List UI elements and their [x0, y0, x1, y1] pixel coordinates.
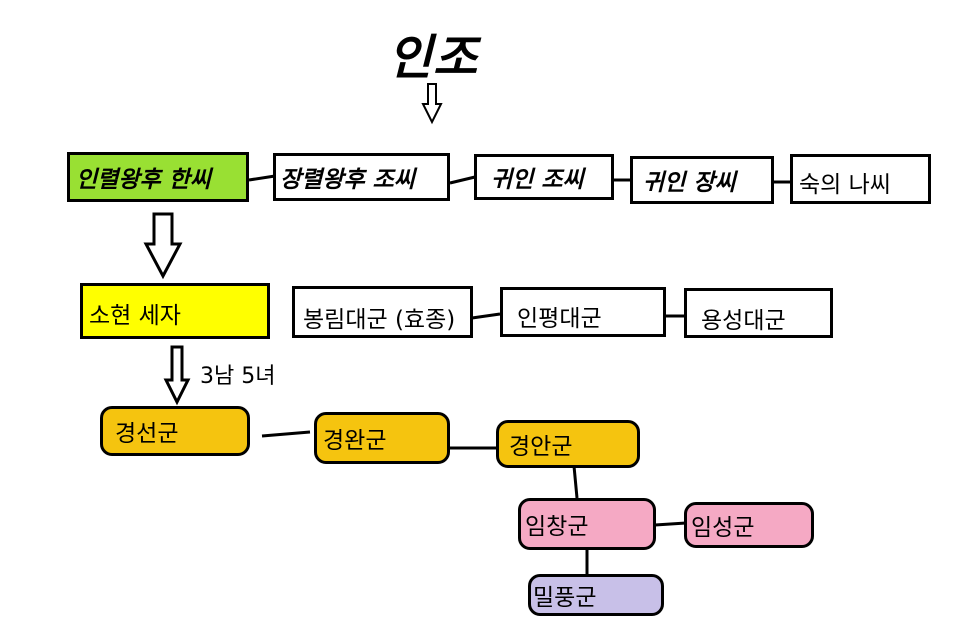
son-box-1: 봉림대군 (효종) [292, 286, 473, 338]
arrow-consort-to-crown-prince [143, 212, 183, 280]
grandson-label-5: 밀풍군 [533, 585, 597, 611]
arrow-title-to-consorts [421, 83, 443, 125]
son-label-1: 봉림대군 (효종) [303, 307, 456, 333]
consort-connectors [248, 174, 792, 185]
son-label-0: 소현 세자 [89, 303, 181, 329]
son-label-3: 용성대군 [701, 308, 786, 334]
consort-box-3: 귀인 장씨 [630, 156, 774, 204]
son-box-2: 인평대군 [500, 287, 666, 337]
son-box-3: 용성대군 [684, 288, 833, 338]
grandson-box-5: 밀풍군 [528, 574, 664, 616]
grandson-label-2: 경안군 [509, 434, 573, 460]
grandson-label-4: 임성군 [691, 515, 755, 541]
consort-box-0: 인렬왕후 한씨 [67, 152, 249, 202]
consort-label-4: 숙의 나씨 [799, 172, 891, 198]
consort-label-2: 귀인 조씨 [491, 167, 584, 193]
grandson-box-1: 경완군 [314, 412, 450, 464]
root-title: 인조 [388, 30, 479, 86]
grandson-box-4: 임성군 [684, 502, 814, 548]
consort-box-4: 숙의 나씨 [790, 154, 931, 204]
son-label-2: 인평대군 [517, 306, 602, 332]
grandson-label-1: 경완군 [323, 428, 387, 454]
grandson-box-0: 경선군 [100, 406, 250, 456]
consort-label-0: 인렬왕후 한씨 [76, 167, 211, 193]
consort-box-2: 귀인 조씨 [474, 154, 614, 200]
son-box-0: 소현 세자 [80, 283, 270, 339]
consort-label-3: 귀인 장씨 [643, 170, 736, 196]
grandson-box-3: 임창군 [518, 498, 656, 550]
consort-box-1: 장렬왕후 조씨 [273, 153, 450, 201]
consort-label-1: 장렬왕후 조씨 [280, 167, 415, 193]
grandson-label-3: 임창군 [525, 514, 589, 540]
arrow-crown-prince-to-grandsons [163, 345, 191, 406]
grandson-box-2: 경안군 [496, 420, 640, 468]
son-connectors [471, 312, 686, 320]
grandson-label-0: 경선군 [115, 421, 179, 447]
grandson-connectors [261, 430, 687, 576]
children-count-note: 3남 5녀 [200, 364, 276, 389]
